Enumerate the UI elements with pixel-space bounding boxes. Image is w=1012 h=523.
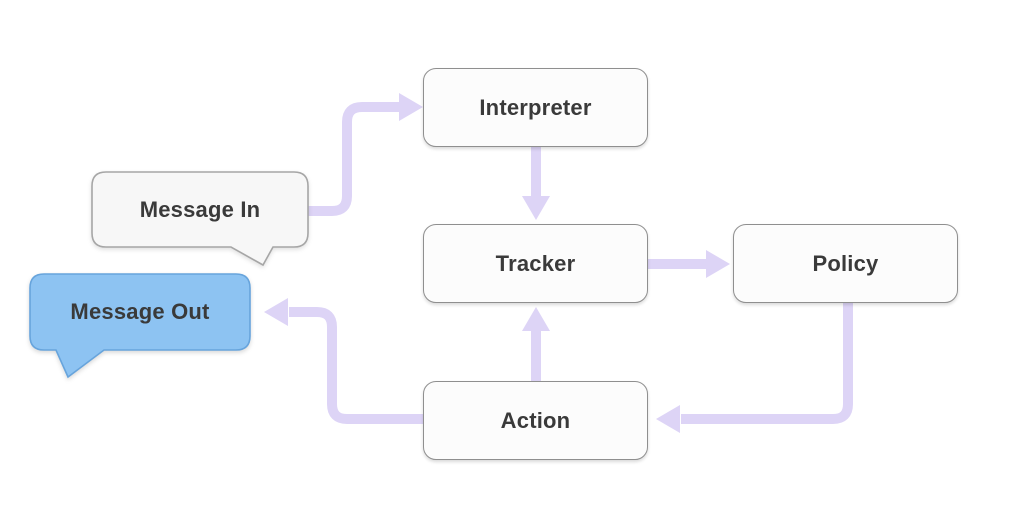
message-out-bubble [29, 273, 251, 379]
arrow-head-icon [264, 298, 288, 326]
arrow-shaft [681, 303, 853, 424]
arrow-head-icon [399, 93, 423, 121]
arrow-policy-to-action [656, 303, 853, 433]
arrow-interpreter-to-tracker [522, 147, 550, 220]
message-in-label: Message In [139, 196, 261, 222]
arrow-message-in-to-interpreter [308, 93, 423, 216]
arrow-head-icon [522, 196, 550, 220]
node-tracker: Tracker [423, 224, 648, 303]
arrow-head-icon [522, 307, 550, 331]
arrow-action-to-message-out [264, 298, 423, 424]
node-interpreter-label: Interpreter [479, 94, 592, 120]
arrow-shaft [308, 102, 400, 216]
arrow-tracker-to-policy [648, 250, 730, 278]
node-interpreter: Interpreter [423, 68, 648, 147]
node-tracker-label: Tracker [495, 250, 576, 276]
node-action-label: Action [500, 407, 571, 433]
message-in-bubble [91, 171, 309, 267]
arrow-action-to-tracker [522, 307, 550, 381]
arrow-shaft [289, 307, 423, 424]
message-out-label: Message Out [70, 299, 210, 324]
arrow-head-icon [656, 405, 680, 433]
arrow-head-icon [706, 250, 730, 278]
node-policy-label: Policy [812, 250, 879, 276]
node-policy: Policy [733, 224, 958, 303]
node-action: Action [423, 381, 648, 460]
